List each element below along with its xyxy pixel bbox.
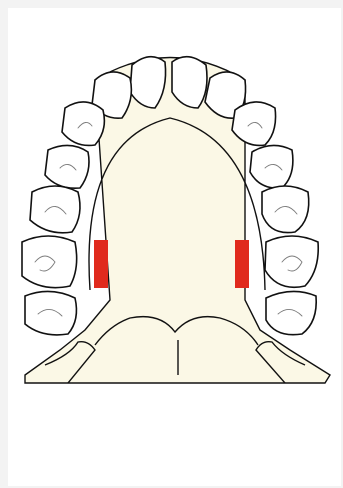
tooth-left-first-molar: [22, 236, 77, 288]
tooth-right-second-premolar: [262, 186, 309, 233]
tooth-right-first-molar: [265, 236, 318, 287]
tooth-left-second-molar: [25, 291, 76, 334]
tooth-left-first-premolar: [45, 145, 89, 188]
tooth-left-second-premolar: [30, 186, 80, 233]
tooth-right-second-molar: [266, 291, 316, 334]
right-marker: [235, 240, 249, 288]
left-marker: [94, 240, 108, 288]
tooth-right-first-premolar: [250, 145, 293, 188]
